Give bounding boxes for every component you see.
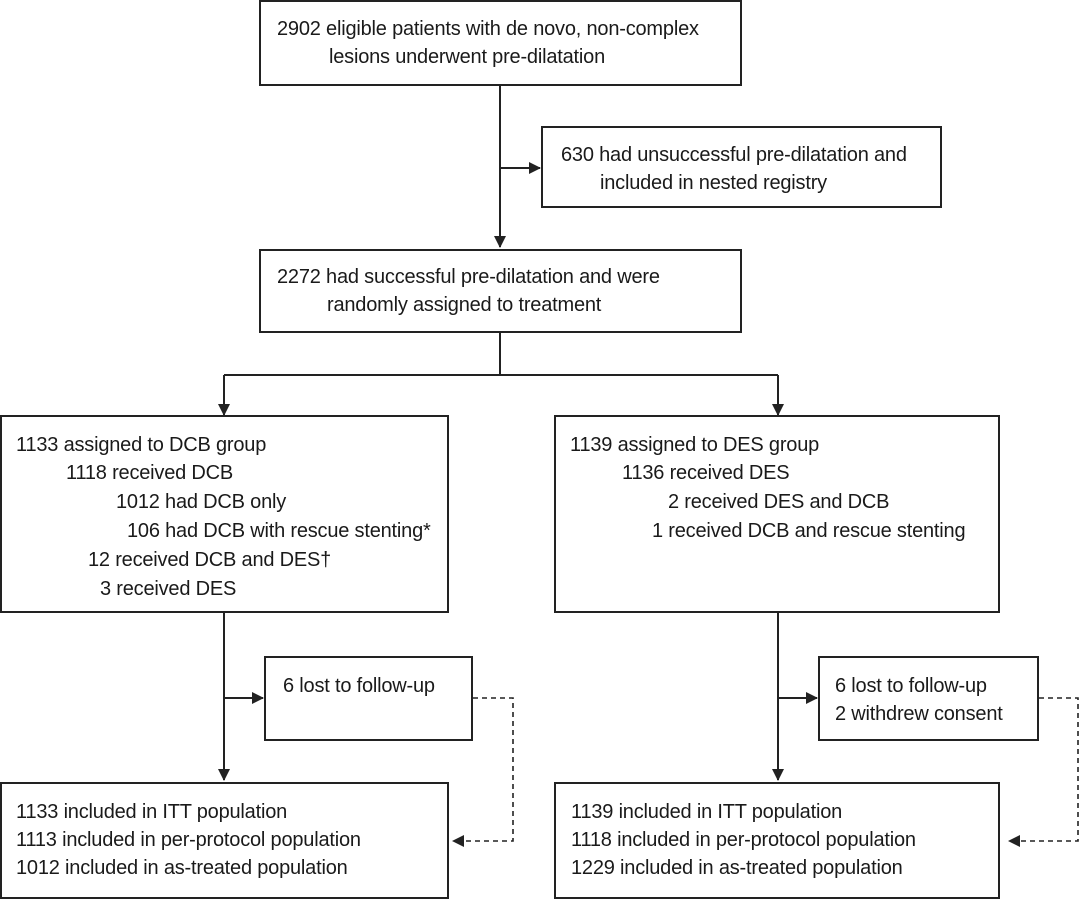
dcb-group-line-4: 106 had DCB with rescue stenting*	[127, 520, 431, 542]
eligible-line-1: 2902 eligible patients with de novo, non…	[277, 18, 699, 40]
des-lost-to-follow-up-box: 6 lost to follow-up 2 withdrew consent	[818, 656, 1039, 741]
split-line	[224, 333, 501, 376]
des-analysis-line-1: 1139 included in ITT population	[571, 801, 843, 823]
dcb-lost-to-follow-up-box: 6 lost to follow-up	[264, 656, 473, 741]
randomised-line-2: randomly assigned to treatment	[327, 294, 602, 316]
des-group-line-3: 2 received DES and DCB	[668, 491, 890, 513]
dcb-group-line-3: 1012 had DCB only	[116, 491, 287, 513]
registry-line-2: included in nested registry	[600, 172, 827, 194]
des-group-line-4: 1 received DCB and rescue stenting	[652, 520, 966, 542]
dcb-analysis-line-2: 1113 included in per-protocol population	[16, 829, 361, 851]
dcb-analysis-line-1: 1133 included in ITT population	[16, 801, 288, 823]
dcb-analysis-populations-box: 1133 included in ITT population 1113 inc…	[0, 782, 449, 899]
des-lost-line-2: 2 withdrew consent	[835, 703, 1003, 725]
dcb-group-line-5: 12 received DCB and DES†	[88, 549, 332, 571]
dashed-des-return	[1008, 697, 1079, 847]
dcb-lost-line-1: 6 lost to follow-up	[283, 675, 435, 697]
des-analysis-line-2: 1118 included in per-protocol population	[571, 829, 916, 851]
dcb-group-line-1: 1133 assigned to DCB group	[16, 434, 267, 456]
randomised-line-1: 2272 had successful pre-dilatation and w…	[277, 266, 660, 288]
des-lost-line-1: 6 lost to follow-up	[835, 675, 987, 697]
dcb-group-line-2: 1118 received DCB	[66, 462, 234, 484]
des-group-box: 1139 assigned to DES group 1136 received…	[554, 415, 1000, 613]
dcb-analysis-line-3: 1012 included in as-treated population	[16, 857, 348, 879]
eligible-line-2: lesions underwent pre-dilatation	[329, 46, 605, 68]
randomised-box: 2272 had successful pre-dilatation and w…	[259, 249, 742, 333]
des-group-line-2: 1136 received DES	[622, 462, 790, 484]
des-analysis-populations-box: 1139 included in ITT population 1118 inc…	[554, 782, 1000, 899]
dashed-dcb-return	[452, 697, 514, 847]
eligible-patients-box: 2902 eligible patients with de novo, non…	[259, 0, 742, 86]
registry-line-1: 630 had unsuccessful pre-dilatation and	[561, 144, 907, 166]
nested-registry-box: 630 had unsuccessful pre-dilatation and …	[541, 126, 942, 208]
dcb-group-line-6: 3 received DES	[100, 578, 237, 600]
dcb-group-box: 1133 assigned to DCB group 1118 received…	[0, 415, 449, 613]
des-group-line-1: 1139 assigned to DES group	[570, 434, 820, 456]
des-analysis-line-3: 1229 included in as-treated population	[571, 857, 903, 879]
